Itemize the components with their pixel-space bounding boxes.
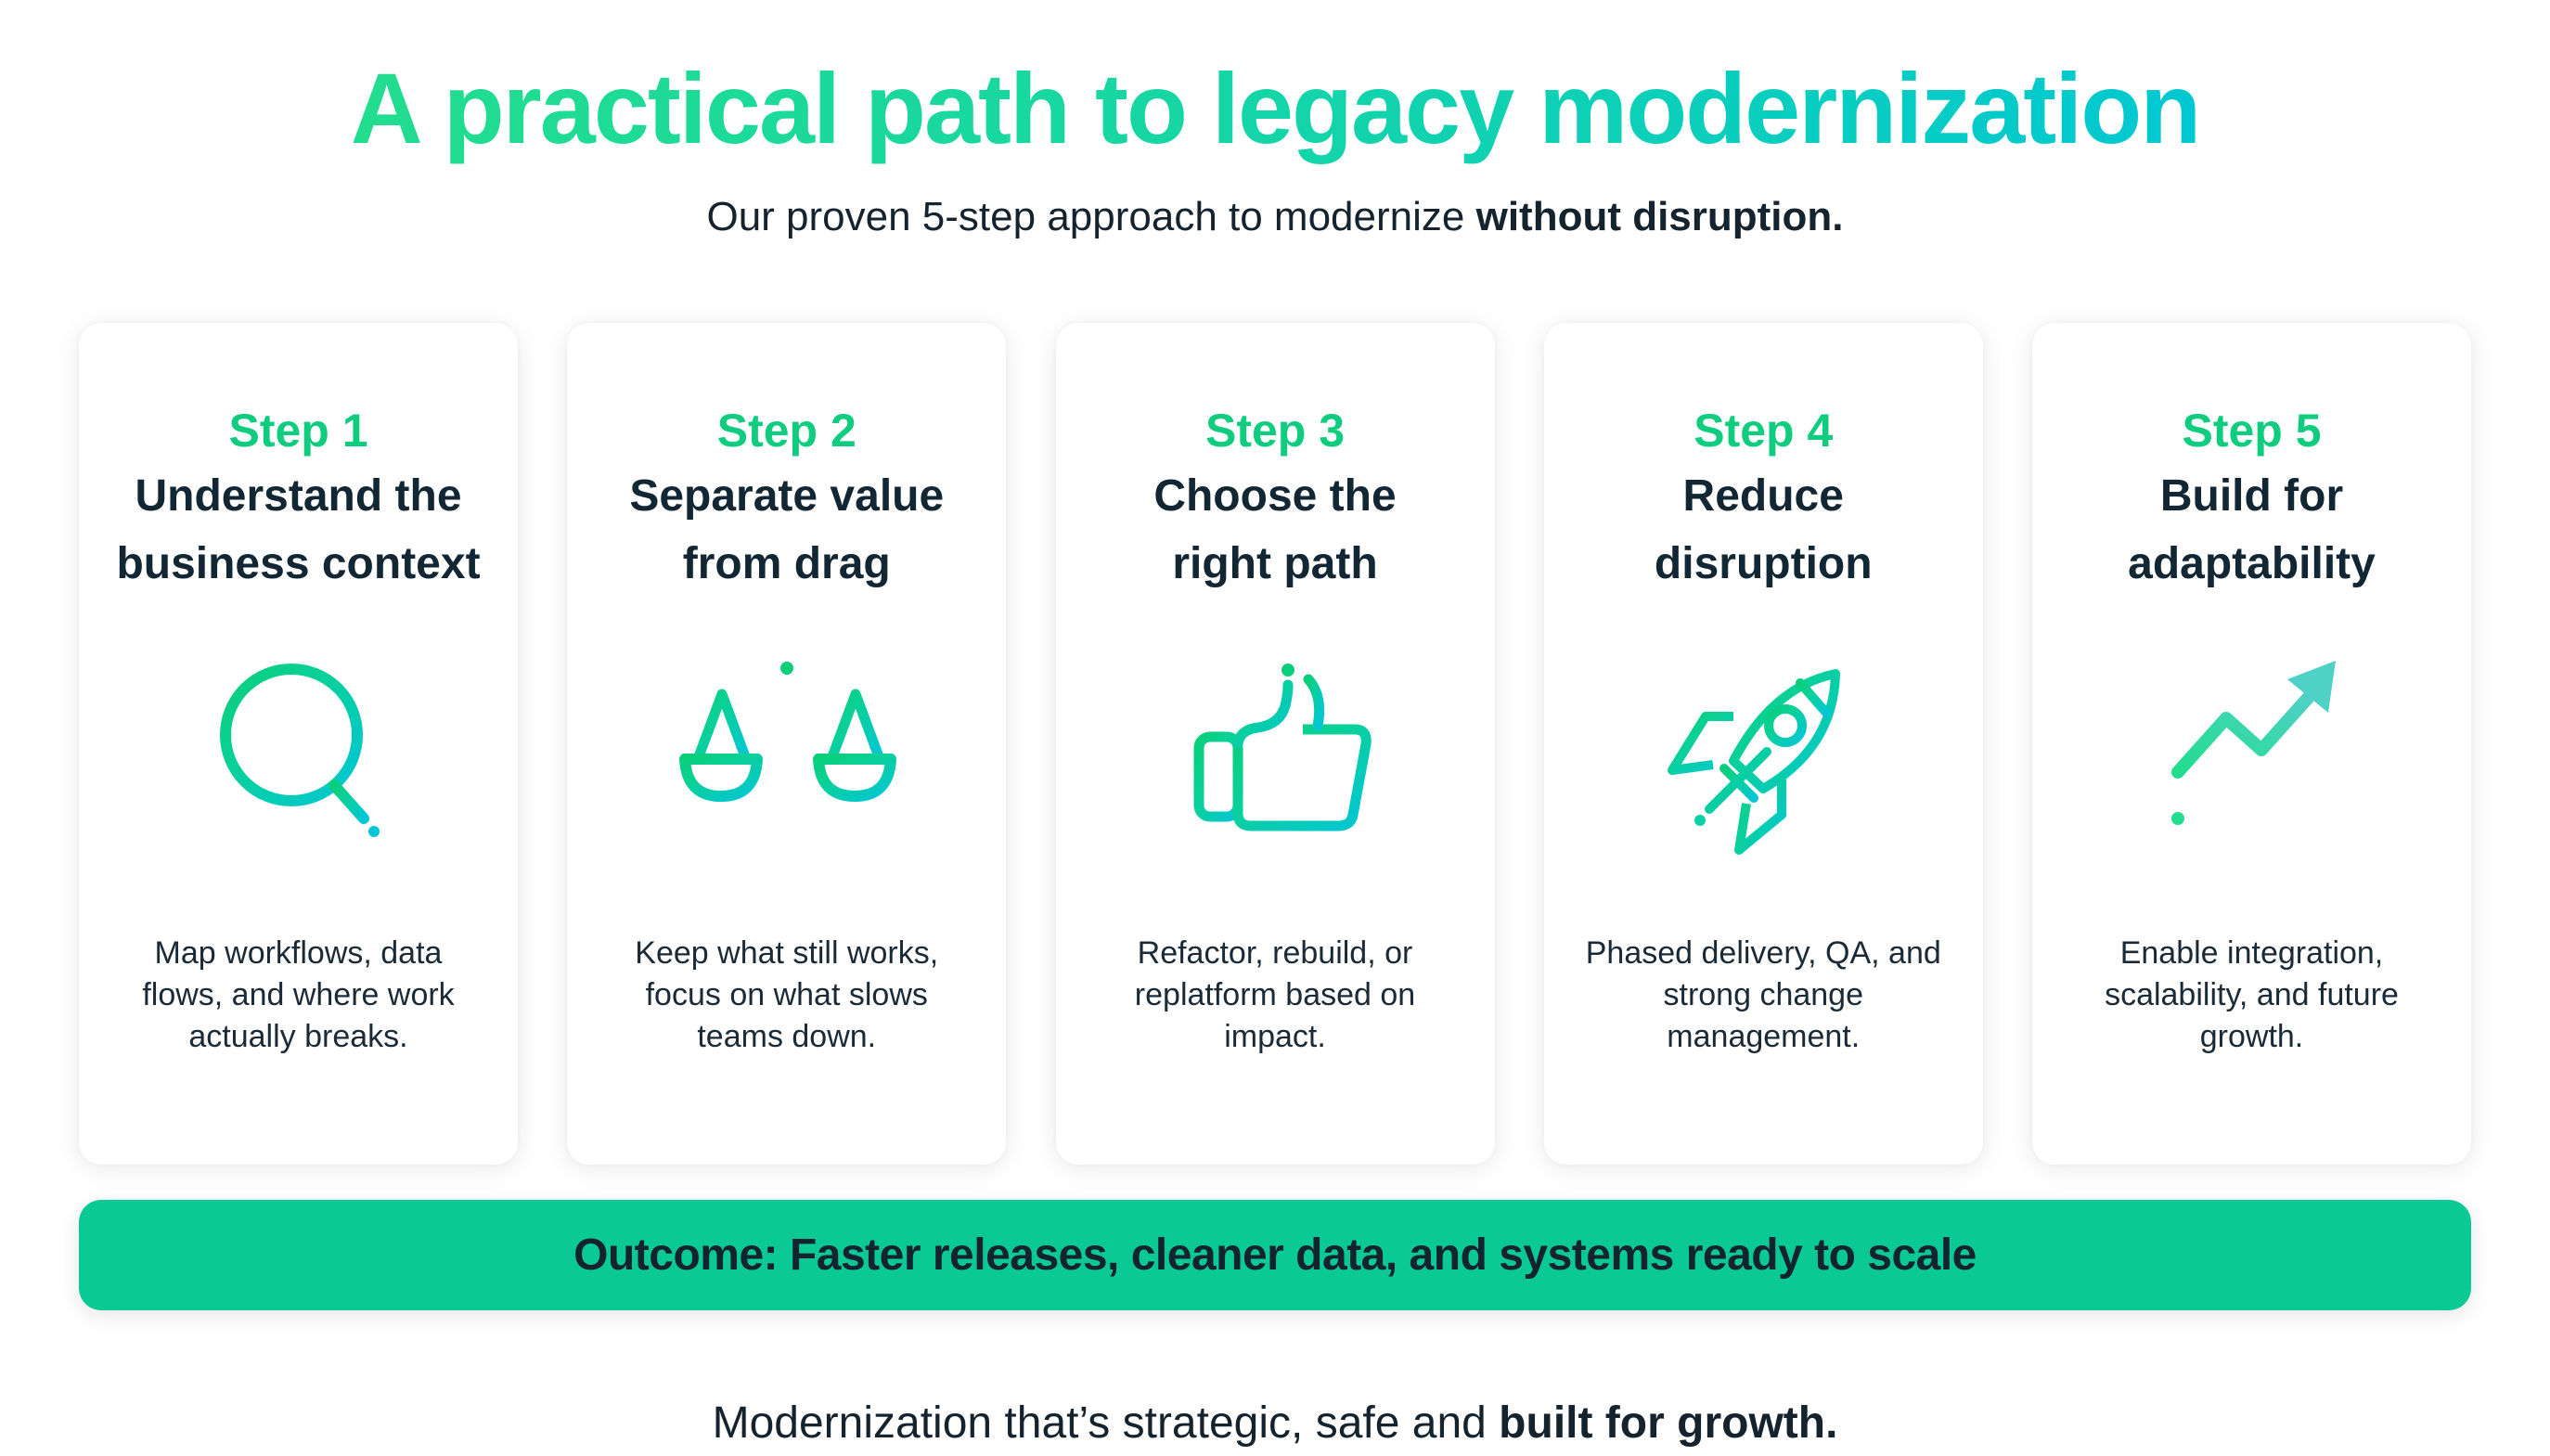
step-description-line: growth. xyxy=(2199,1019,2304,1054)
step-description-line: replatform based on xyxy=(1134,977,1416,1012)
step-heading-line: disruption xyxy=(1654,539,1873,588)
step-card-2: Step 2 Separate value from drag Kee xyxy=(567,323,1007,1165)
step-heading-line: Understand the xyxy=(135,471,462,521)
step-card-5: Step 5 Build for adaptability Enable int… xyxy=(2032,323,2471,1165)
step-heading-line: Choose the xyxy=(1153,471,1397,521)
step-description: Enable integration, scalability, and fut… xyxy=(2069,933,2434,1058)
step-heading: Reduce disruption xyxy=(1557,462,1970,598)
step-heading-line: Separate value xyxy=(629,471,945,521)
step-label: Step 3 xyxy=(1204,405,1346,457)
step-heading-line: Build for xyxy=(2159,471,2344,521)
step-heading-line: business context xyxy=(116,539,481,588)
step-label: Step 5 xyxy=(2182,405,2322,457)
step-heading: Build for adaptability xyxy=(2045,462,2458,598)
outcome-text: Outcome: Faster releases, cleaner data, … xyxy=(573,1231,1977,1280)
outcome-banner: Outcome: Faster releases, cleaner data, … xyxy=(79,1200,2471,1310)
subtitle-regular: Our proven 5-step approach to modernize xyxy=(706,194,1476,239)
step-description-line: actually breaks. xyxy=(188,1019,408,1054)
step-card-1: Step 1 Understand the business context M… xyxy=(79,323,518,1165)
balance-scale-icon xyxy=(567,659,1006,863)
step-description-line: Keep what still works, xyxy=(635,935,939,971)
step-heading: Choose the right path xyxy=(1069,462,1482,598)
step-description-line: Enable integration, xyxy=(2119,935,2384,971)
step-description-line: impact. xyxy=(1224,1019,1326,1054)
step-description-line: flows, and where work xyxy=(142,977,455,1012)
step-heading-line: Reduce xyxy=(1682,471,1844,521)
step-description-line: management. xyxy=(1667,1019,1861,1054)
footer-tagline: Modernization that’s strategic, safe and… xyxy=(0,1396,2550,1451)
step-description: Map workflows, data flows, and where wor… xyxy=(116,933,481,1058)
step-description-line: focus on what slows xyxy=(645,977,928,1012)
step-card-4: Step 4 Reduce disruption xyxy=(1543,323,1983,1165)
step-description-line: Phased delivery, QA, and xyxy=(1585,935,1941,971)
footer-regular: Modernization that’s strategic, safe and xyxy=(712,1398,1500,1448)
page-subtitle: Our proven 5-step approach to modernize … xyxy=(0,191,2550,243)
step-heading: Understand the business context xyxy=(92,462,505,598)
step-description-line: teams down. xyxy=(697,1019,877,1054)
step-description-line: Map workflows, data xyxy=(154,935,443,971)
step-heading-line: from drag xyxy=(682,539,891,588)
steps-row: Step 1 Understand the business context M… xyxy=(79,323,2471,1165)
step-description-line: strong change xyxy=(1663,977,1864,1012)
step-heading-line: adaptability xyxy=(2128,539,2376,588)
step-description: Phased delivery, QA, and strong change m… xyxy=(1581,933,1946,1058)
step-description-line: scalability, and future xyxy=(2105,977,2399,1012)
magnifier-icon xyxy=(79,659,518,863)
step-card-3: Step 3 Choose the right path Refactor, r… xyxy=(1055,323,1495,1165)
rocket-icon xyxy=(1544,659,1983,863)
page-title-text: A practical path to legacy modernization xyxy=(350,52,2201,164)
step-label: Step 4 xyxy=(1694,405,1834,457)
step-heading-line: right path xyxy=(1172,539,1378,588)
step-label: Step 1 xyxy=(228,405,368,457)
footer-emphasis: built for growth. xyxy=(1499,1398,1838,1448)
subtitle-emphasis: without disruption. xyxy=(1475,194,1844,239)
growth-chart-icon xyxy=(2032,659,2471,863)
thumbs-up-icon xyxy=(1056,659,1495,863)
page-title: A practical path to legacy modernization xyxy=(0,48,2550,169)
step-description: Refactor, rebuild, or replatform based o… xyxy=(1093,933,1458,1058)
step-heading: Separate value from drag xyxy=(580,462,993,598)
step-description: Keep what still works, focus on what slo… xyxy=(604,933,969,1058)
step-description-line: Refactor, rebuild, or xyxy=(1137,935,1413,971)
step-label: Step 2 xyxy=(716,405,856,457)
